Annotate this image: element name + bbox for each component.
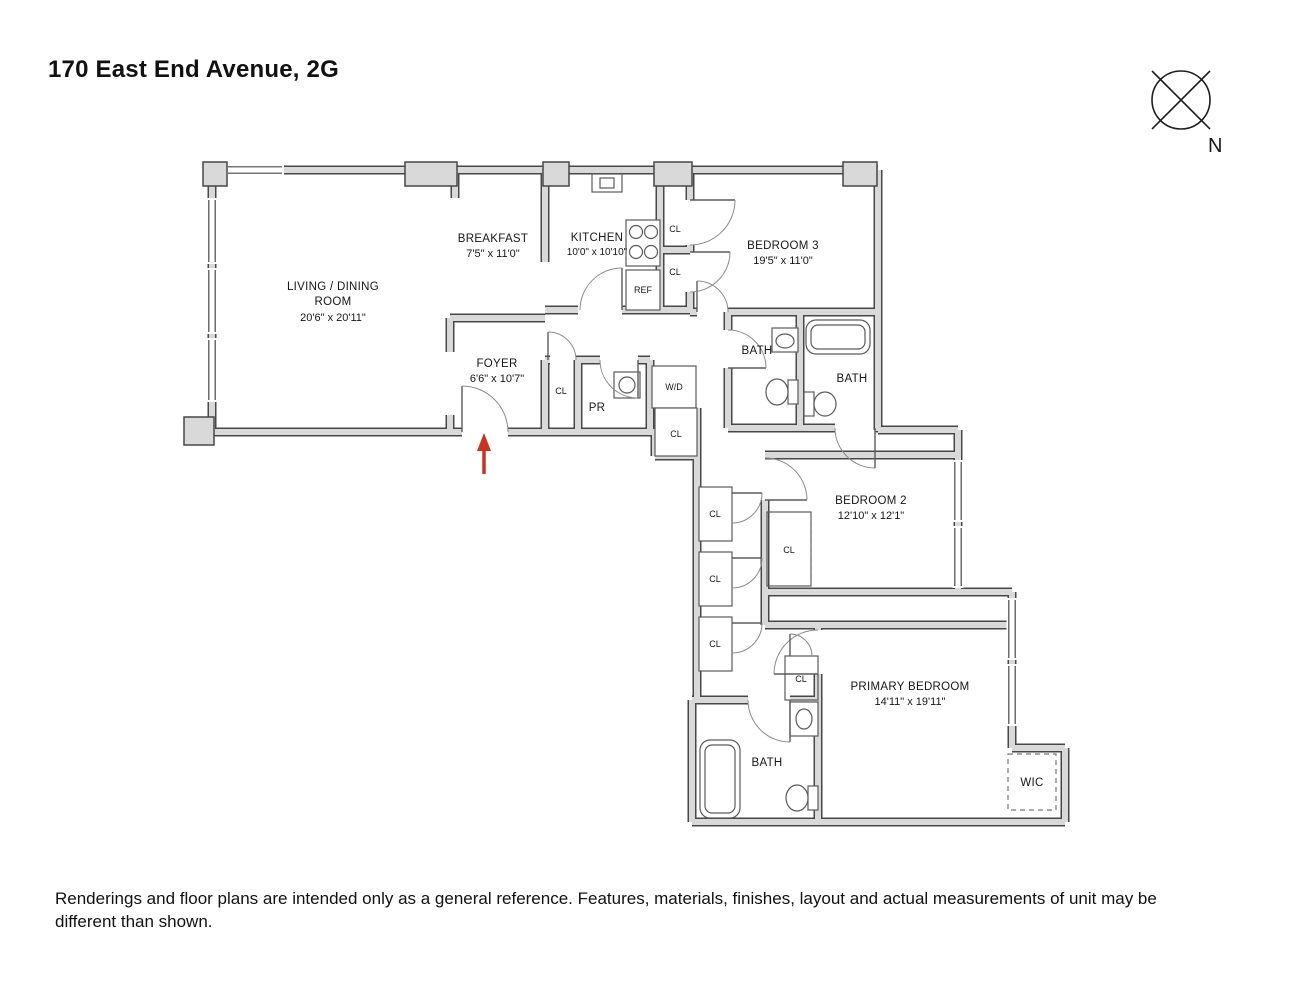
living-dining-label-line2: ROOM — [315, 296, 352, 308]
powder-room-sink-icon — [613, 371, 641, 399]
powder-room-door — [599, 359, 639, 399]
bedroom2-door — [764, 457, 808, 501]
bath3-sink-basin-icon — [795, 708, 813, 730]
bedroom3-closet-1-door — [689, 199, 736, 246]
bath1-label: BATH — [741, 345, 772, 357]
compass-north-label: N — [1208, 135, 1222, 157]
corridor-closet-3-door — [731, 622, 763, 654]
hall-closet-box — [654, 407, 698, 457]
compass-circle — [1151, 70, 1211, 130]
bedroom2-closet-box — [766, 511, 812, 587]
bath3-door — [747, 699, 791, 743]
bedroom2-closet-label: CL — [783, 545, 795, 555]
corridor-closet-2-box — [698, 551, 733, 607]
room-labels: LIVING / DINING ROOM 20'6" x 20'11" BREA… — [287, 224, 1043, 789]
doors — [461, 199, 876, 743]
bedroom3-closet-1-label: CL — [669, 224, 681, 234]
powder-room-sink-basin-icon — [618, 376, 636, 394]
foyer-closet-door — [547, 331, 577, 361]
compass: N — [1151, 70, 1222, 157]
bath2-toilet-icon — [813, 391, 837, 417]
refrigerator-label: REF — [634, 285, 653, 295]
bath2-tub-inner-icon — [810, 324, 866, 350]
page-title: 170 East End Avenue, 2G — [48, 56, 339, 83]
stove-burner-icon — [643, 244, 659, 260]
powder-room-label: PR — [589, 402, 606, 414]
walk-in-closet-box — [1007, 753, 1057, 811]
windows — [206, 164, 1018, 726]
bath1-door — [727, 329, 767, 369]
bedroom3-closet-2-label: CL — [669, 267, 681, 277]
bedroom3-dims: 19'5" x 11'0" — [753, 255, 813, 267]
corridor-closet-2-label: CL — [709, 574, 721, 584]
foyer-closet-label: CL — [555, 386, 567, 396]
kitchen-label: KITCHEN — [571, 232, 624, 244]
bath2-door — [834, 427, 876, 469]
corridor-closet-2-door — [731, 557, 763, 589]
primary-closet-box — [784, 655, 819, 701]
breakfast-label: BREAKFAST — [458, 233, 528, 245]
foyer-label: FOYER — [476, 358, 517, 370]
bath2-label: BATH — [836, 373, 867, 385]
washer-dryer-box — [651, 365, 697, 409]
bath1-toilet-icon — [765, 378, 789, 406]
kitchen-dims: 10'0" x 10'10" — [567, 247, 628, 258]
bath-fixtures — [613, 319, 871, 819]
primary-bedroom-dims: 14'11" x 19'11" — [875, 696, 946, 708]
primary-bedroom-door — [773, 629, 819, 675]
living-dining-dims: 20'6" x 20'11" — [300, 312, 366, 324]
breakfast-dims: 7'5" x 11'0" — [466, 248, 519, 260]
walls — [185, 165, 1070, 827]
corridor-closet-1-label: CL — [709, 509, 721, 519]
hall-closet-label: CL — [670, 429, 682, 439]
bath3-tub-icon — [699, 739, 741, 819]
entry-arrow — [477, 433, 491, 474]
bath3-tub-inner-icon — [704, 744, 736, 814]
bath3-label: BATH — [751, 757, 782, 769]
column-blocks — [183, 161, 878, 446]
walk-in-closet-label: WIC — [1020, 777, 1043, 789]
bath1-sink-basin-icon — [775, 333, 795, 349]
stove-burner-icon — [643, 224, 659, 240]
bedroom2-dims: 12'10" x 12'1" — [838, 510, 905, 522]
bath3-sink-icon — [789, 701, 819, 737]
stove-burner-icon — [628, 244, 644, 260]
bedroom3-door — [696, 280, 729, 313]
foyer-dims: 6'6" x 10'7" — [470, 373, 524, 385]
entry-door — [461, 385, 509, 433]
compass-diagonal — [1151, 70, 1211, 130]
primary-bedroom-label: PRIMARY BEDROOM — [850, 681, 969, 693]
primary-closet-label: CL — [795, 674, 807, 684]
bath3-toilet-icon — [785, 784, 809, 812]
closet-boxes — [651, 365, 1057, 811]
corridor-closet-1-door — [731, 492, 763, 524]
bath3-toilet-tank-icon — [807, 785, 819, 811]
bedroom3-label: BEDROOM 3 — [747, 240, 819, 252]
disclaimer-text: Renderings and floor plans are intended … — [55, 889, 1157, 931]
refrigerator-box — [625, 269, 661, 311]
kitchen-fixtures — [591, 173, 661, 311]
bedroom3-closet-2-door — [689, 251, 731, 293]
corridor-closet-3-box — [698, 616, 733, 672]
bedroom2-label: BEDROOM 2 — [835, 495, 907, 507]
bath2-toilet-tank-icon — [803, 391, 815, 417]
primary-closet-door — [789, 633, 813, 657]
kitchen-door — [579, 267, 623, 311]
kitchen-sink-basin-icon — [599, 177, 615, 189]
corridor-closet-3-label: CL — [709, 639, 721, 649]
living-dining-label-line1: LIVING / DINING — [287, 281, 379, 293]
bath1-toilet-tank-icon — [787, 379, 799, 405]
washer-dryer-label: W/D — [665, 382, 683, 392]
stove-burner-icon — [628, 224, 644, 240]
bath2-tub-icon — [805, 319, 871, 355]
corridor-closet-1-box — [698, 486, 733, 542]
